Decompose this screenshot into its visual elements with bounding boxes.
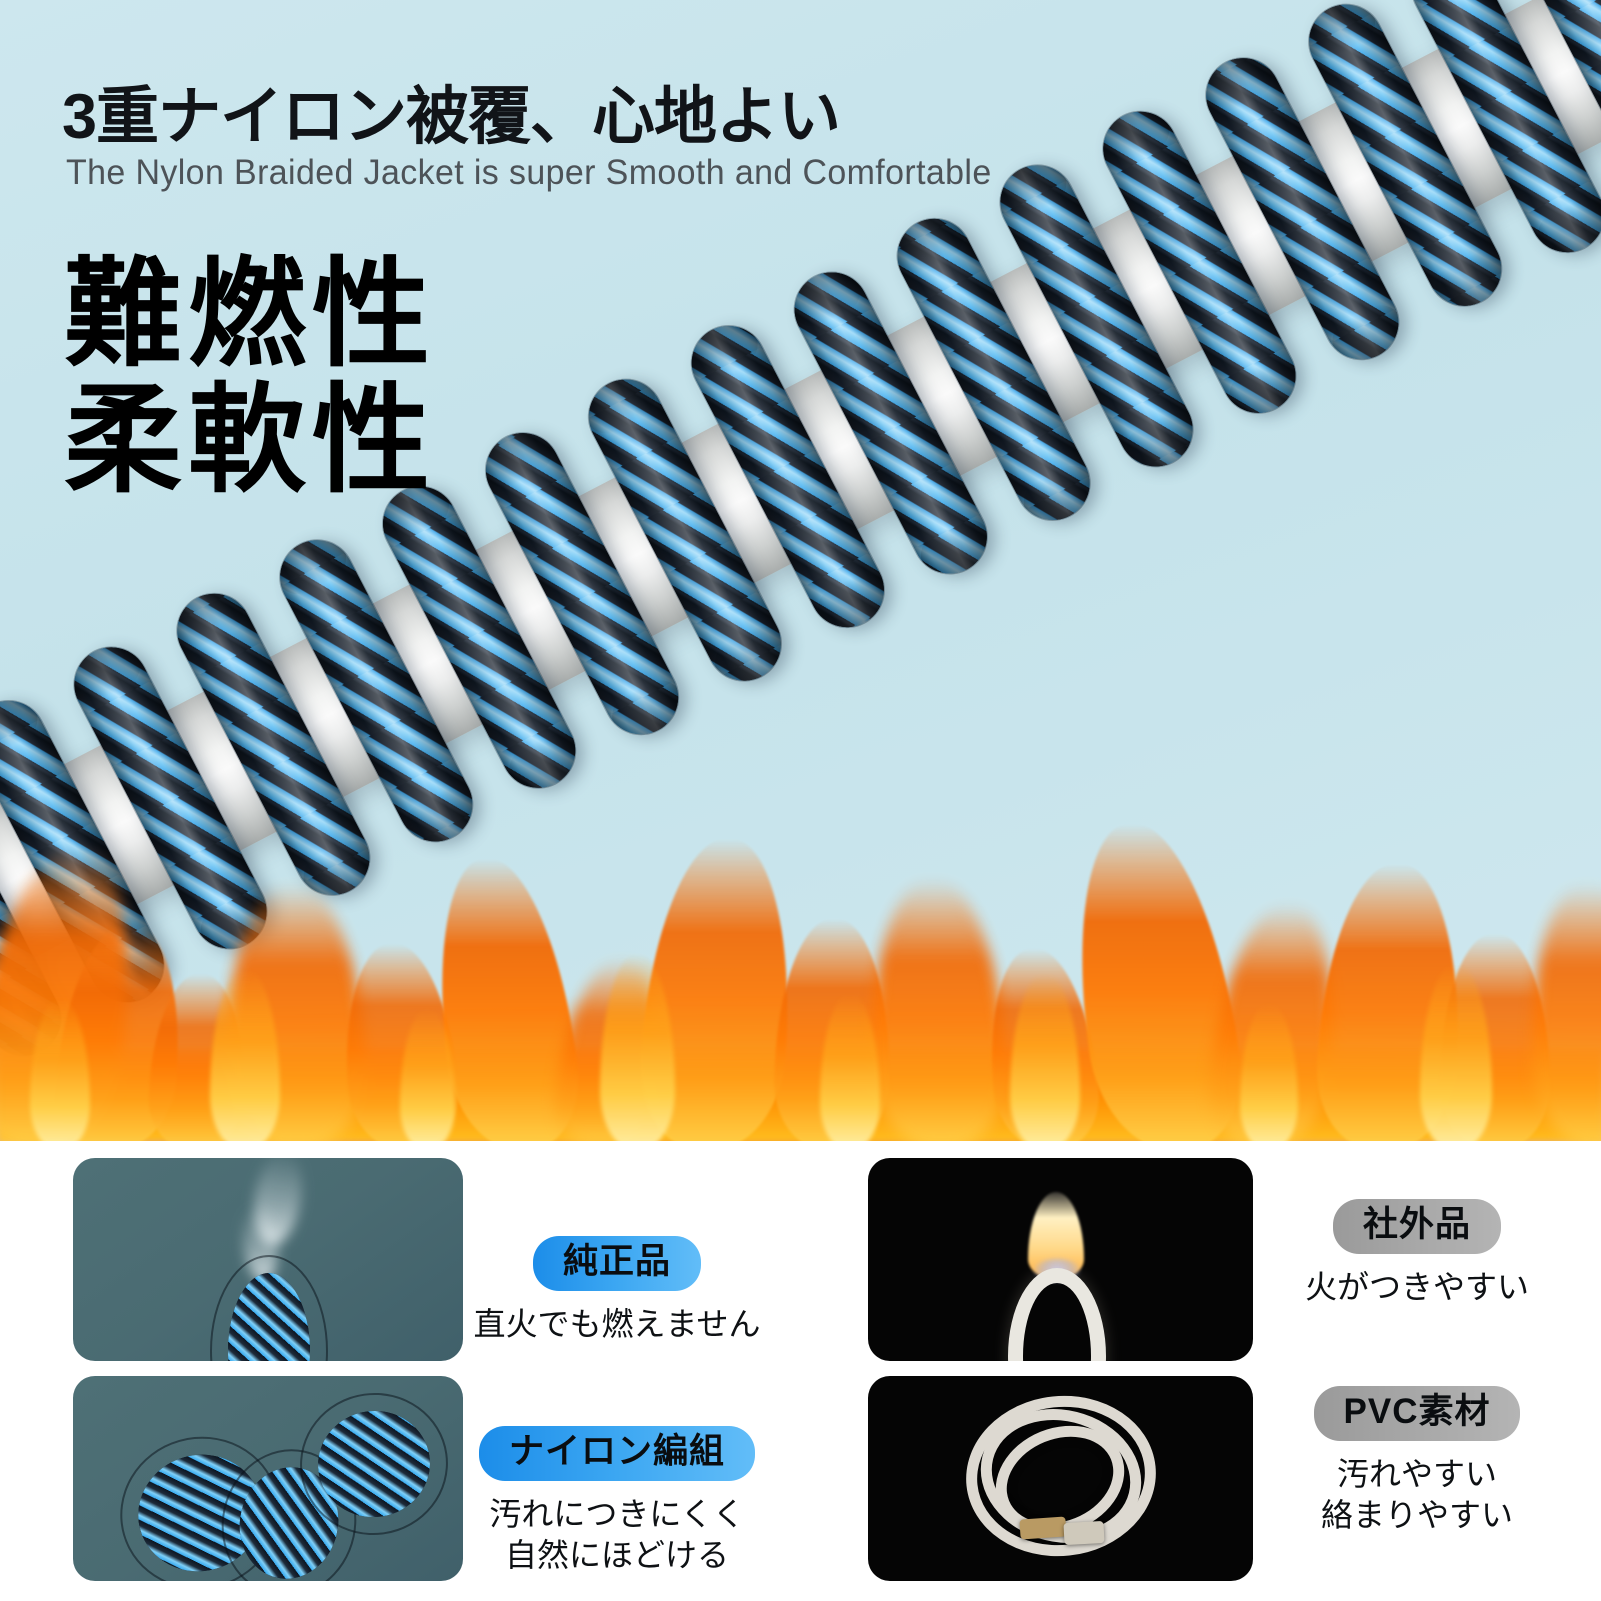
hero-section: 3重ナイロン被覆、心地よい The Nylon Braided Jacket i… — [0, 0, 1601, 1141]
feature-headline-flexibility: 柔軟性 — [64, 375, 437, 507]
badge-genuine: 純正品 — [532, 1236, 701, 1291]
caption-pvc: PVC素材 汚れやすい 絡まりやすい — [1252, 1386, 1582, 1536]
comparison-section: 純正品 直火でも燃えません 社外品 火がつきやすい ナイロン編組 — [0, 1141, 1601, 1601]
badge-thirdparty: 社外品 — [1332, 1199, 1501, 1254]
thumb-braided-cable-coiled — [73, 1376, 463, 1581]
feature-headline-flame-retardant: 難燃性 — [64, 249, 437, 381]
thumb-pvc-cable-burning — [868, 1158, 1253, 1361]
badge-pvc: PVC素材 — [1313, 1386, 1521, 1441]
thumb-tangled-pvc-cable — [868, 1376, 1253, 1581]
caption-nylon: ナイロン編組 汚れにつきにくく 自然にほどける — [452, 1426, 782, 1576]
lightning-connector — [1063, 1520, 1105, 1546]
caption-text-genuine: 直火でも燃えません — [473, 1305, 761, 1342]
caption-text-thirdparty: 火がつきやすい — [1304, 1268, 1529, 1305]
caption-thirdparty: 社外品 火がつきやすい — [1252, 1199, 1582, 1308]
braided-cable-loop — [211, 1256, 327, 1361]
caption-text-pvc: 汚れやすい 絡まりやすい — [1320, 1455, 1513, 1533]
hero-subtitle-english: The Nylon Braided Jacket is super Smooth… — [66, 153, 992, 192]
pvc-cable-loop — [1008, 1268, 1106, 1361]
thumb-braided-cable-smoke — [73, 1158, 463, 1361]
caption-text-nylon: 汚れにつきにくく 自然にほどける — [489, 1495, 745, 1573]
caption-genuine: 純正品 直火でも燃えません — [452, 1236, 782, 1345]
badge-nylon: ナイロン編組 — [478, 1426, 755, 1481]
hero-title-japanese: 3重ナイロン被覆、心地よい — [62, 82, 841, 152]
usb-connector — [1019, 1516, 1067, 1540]
